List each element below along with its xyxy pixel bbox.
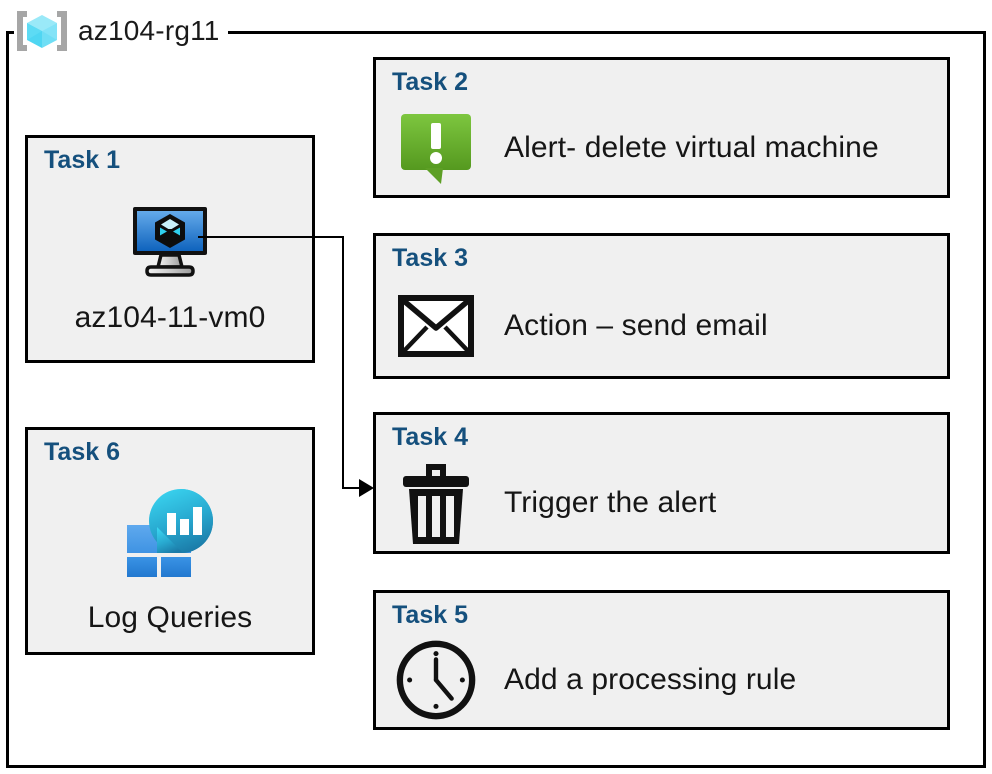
resource-group-container xyxy=(6,31,986,768)
virtual-machine-icon xyxy=(125,203,215,279)
task5-body: Add a processing rule xyxy=(394,639,937,721)
task6-label: Log Queries xyxy=(87,601,253,634)
task2-body: Alert- delete virtual machine xyxy=(394,106,937,189)
task5-title: Task 5 xyxy=(392,601,468,629)
task1-title: Task 1 xyxy=(44,146,120,174)
task4-card[interactable]: Task 4 Trigger the alert xyxy=(373,412,950,554)
task3-body: Action – send email xyxy=(394,282,937,370)
task6-body: Log Queries xyxy=(28,478,312,644)
resource-group-name: az104-rg11 xyxy=(78,15,220,46)
resource-group-title: az104-rg11 xyxy=(14,5,228,57)
alert-exclamation-icon xyxy=(394,110,478,186)
task2-label: Alert- delete virtual machine xyxy=(504,130,879,164)
task1-card[interactable]: Task 1 xyxy=(25,135,315,363)
connector-segment-horizontal-bottom xyxy=(342,487,366,489)
log-analytics-icon xyxy=(117,487,223,579)
connector-segment-vertical xyxy=(342,236,344,488)
title-border-gap xyxy=(23,56,291,76)
task1-label: az104-11-vm0 xyxy=(74,301,266,334)
task6-card[interactable]: Task 6 xyxy=(25,427,315,655)
task4-title: Task 4 xyxy=(392,423,468,451)
task2-title: Task 2 xyxy=(392,68,468,96)
task5-card[interactable]: Task 5 Add a processing rule xyxy=(373,590,950,730)
trash-delete-icon xyxy=(394,460,478,546)
task3-label: Action – send email xyxy=(504,309,768,342)
resource-group-cube-icon xyxy=(14,7,70,55)
arrow-right-icon xyxy=(359,479,374,497)
task4-body: Trigger the alert xyxy=(394,461,937,545)
clock-icon xyxy=(394,637,478,723)
task4-label: Trigger the alert xyxy=(504,486,717,519)
task6-title: Task 6 xyxy=(44,438,120,466)
task3-card[interactable]: Task 3 Action – send email xyxy=(373,233,950,379)
task2-card[interactable]: Task 2 Alert- delete virtual machin xyxy=(373,57,950,198)
task5-label: Add a processing rule xyxy=(504,663,797,696)
envelope-icon xyxy=(394,295,478,357)
connector-segment-horizontal-top xyxy=(198,236,344,238)
task1-body: az104-11-vm0 xyxy=(28,186,312,352)
task3-title: Task 3 xyxy=(392,244,468,272)
